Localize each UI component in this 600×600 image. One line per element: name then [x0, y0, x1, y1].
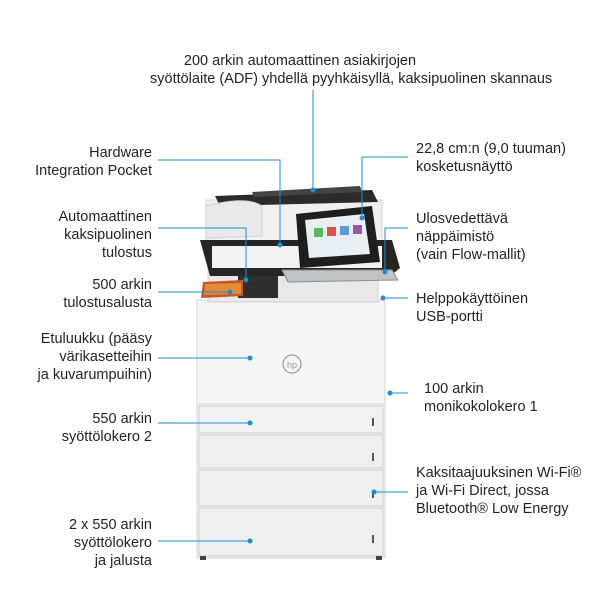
- callout-output-bin: 500 arkin tulostusalusta: [63, 277, 152, 311]
- hp-logo-text: hp: [287, 360, 297, 370]
- callout-hardware-integration-pocket: Hardware Integration Pocket: [35, 145, 152, 179]
- tray-2: [198, 405, 384, 434]
- callout-tray-1: 100 arkin monikokolokero 1: [424, 381, 538, 415]
- tray-extra: [198, 434, 384, 469]
- tray-4: [198, 507, 384, 557]
- callout-duplex: Automaattinen kaksipuolinen tulostus: [58, 209, 152, 261]
- callout-touchscreen: 22,8 cm:n (9,0 tuuman) kosketusnäyttö: [416, 141, 566, 175]
- callout-wifi: Kaksitaajuuksinen Wi-Fi® ja Wi-Fi Direct…: [416, 465, 582, 517]
- callout-front-door: Etuluukku (pääsy värikasetteihin ja kuva…: [37, 331, 152, 383]
- callout-keyboard: Ulosvedettävä näppäimistö (vain Flow-mal…: [416, 211, 526, 263]
- hp-logo-icon: [282, 354, 302, 374]
- callout-adf: 200 arkin automaattinen asiakirjojen syö…: [150, 53, 553, 87]
- callout-lines: [158, 90, 408, 542]
- callout-tray-2: 550 arkin syöttölokero 2: [61, 411, 152, 445]
- callout-usb-port: Helppokäyttöinen USB-portti: [416, 291, 529, 325]
- tray-3: [198, 469, 384, 507]
- callout-tray-3-4-stand: 2 x 550 arkin syöttölokero ja jalusta: [68, 517, 152, 569]
- front-door-panel: [196, 299, 386, 405]
